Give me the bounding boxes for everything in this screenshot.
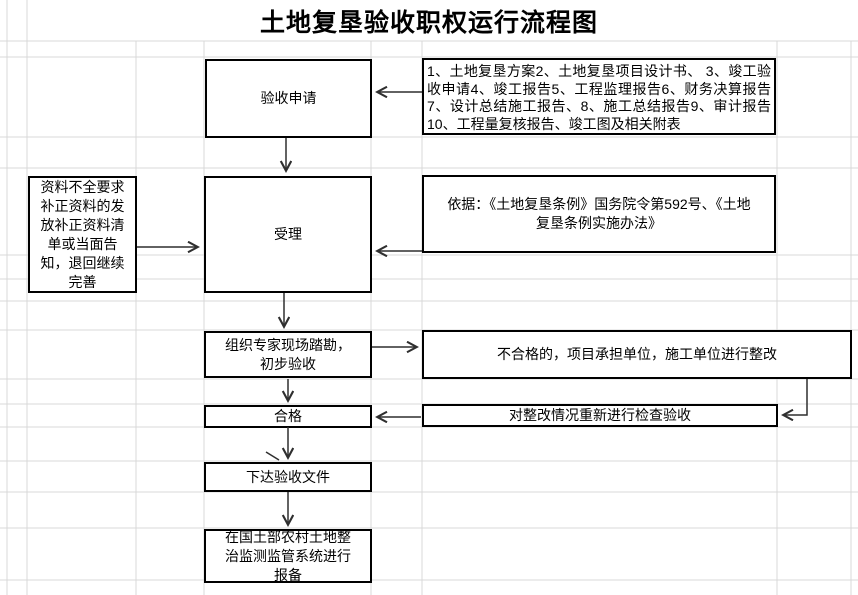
flow-node-survey: 组织专家现场踏勘，初步验收 — [204, 331, 372, 378]
note-recheck: 对整改情况重新进行检查验收 — [422, 404, 778, 427]
note-legal-basis: 依据：《土地复垦条例》国务院令第592号、《土地复垦条例实施办法》 — [422, 175, 776, 253]
note-unqualified-rectify: 不合格的，项目承担单位，施工单位进行整改 — [422, 330, 852, 379]
flow-node-issue-doc: 下达验收文件 — [204, 462, 372, 492]
connector-tick — [265, 451, 280, 461]
note-materials-list: 1、土地复垦方案2、土地复垦项目设计书、 3、竣工验收申请4、竣工报告5、工程监… — [422, 58, 776, 135]
page-title: 土地复垦验收职权运行流程图 — [259, 9, 598, 37]
flow-node-apply: 验收申请 — [205, 59, 372, 138]
flow-node-qualified: 合格 — [204, 405, 372, 428]
flow-node-filing: 在国土部农村土地整治监测监管系统进行报备 — [204, 529, 372, 583]
note-incomplete-materials: 资料不全要求补正资料的发放补正资料清单或当面告知，退回继续完善 — [28, 176, 137, 293]
arrow-unqualified-to-recheck — [784, 379, 808, 415]
flow-node-accept: 受理 — [204, 176, 372, 293]
